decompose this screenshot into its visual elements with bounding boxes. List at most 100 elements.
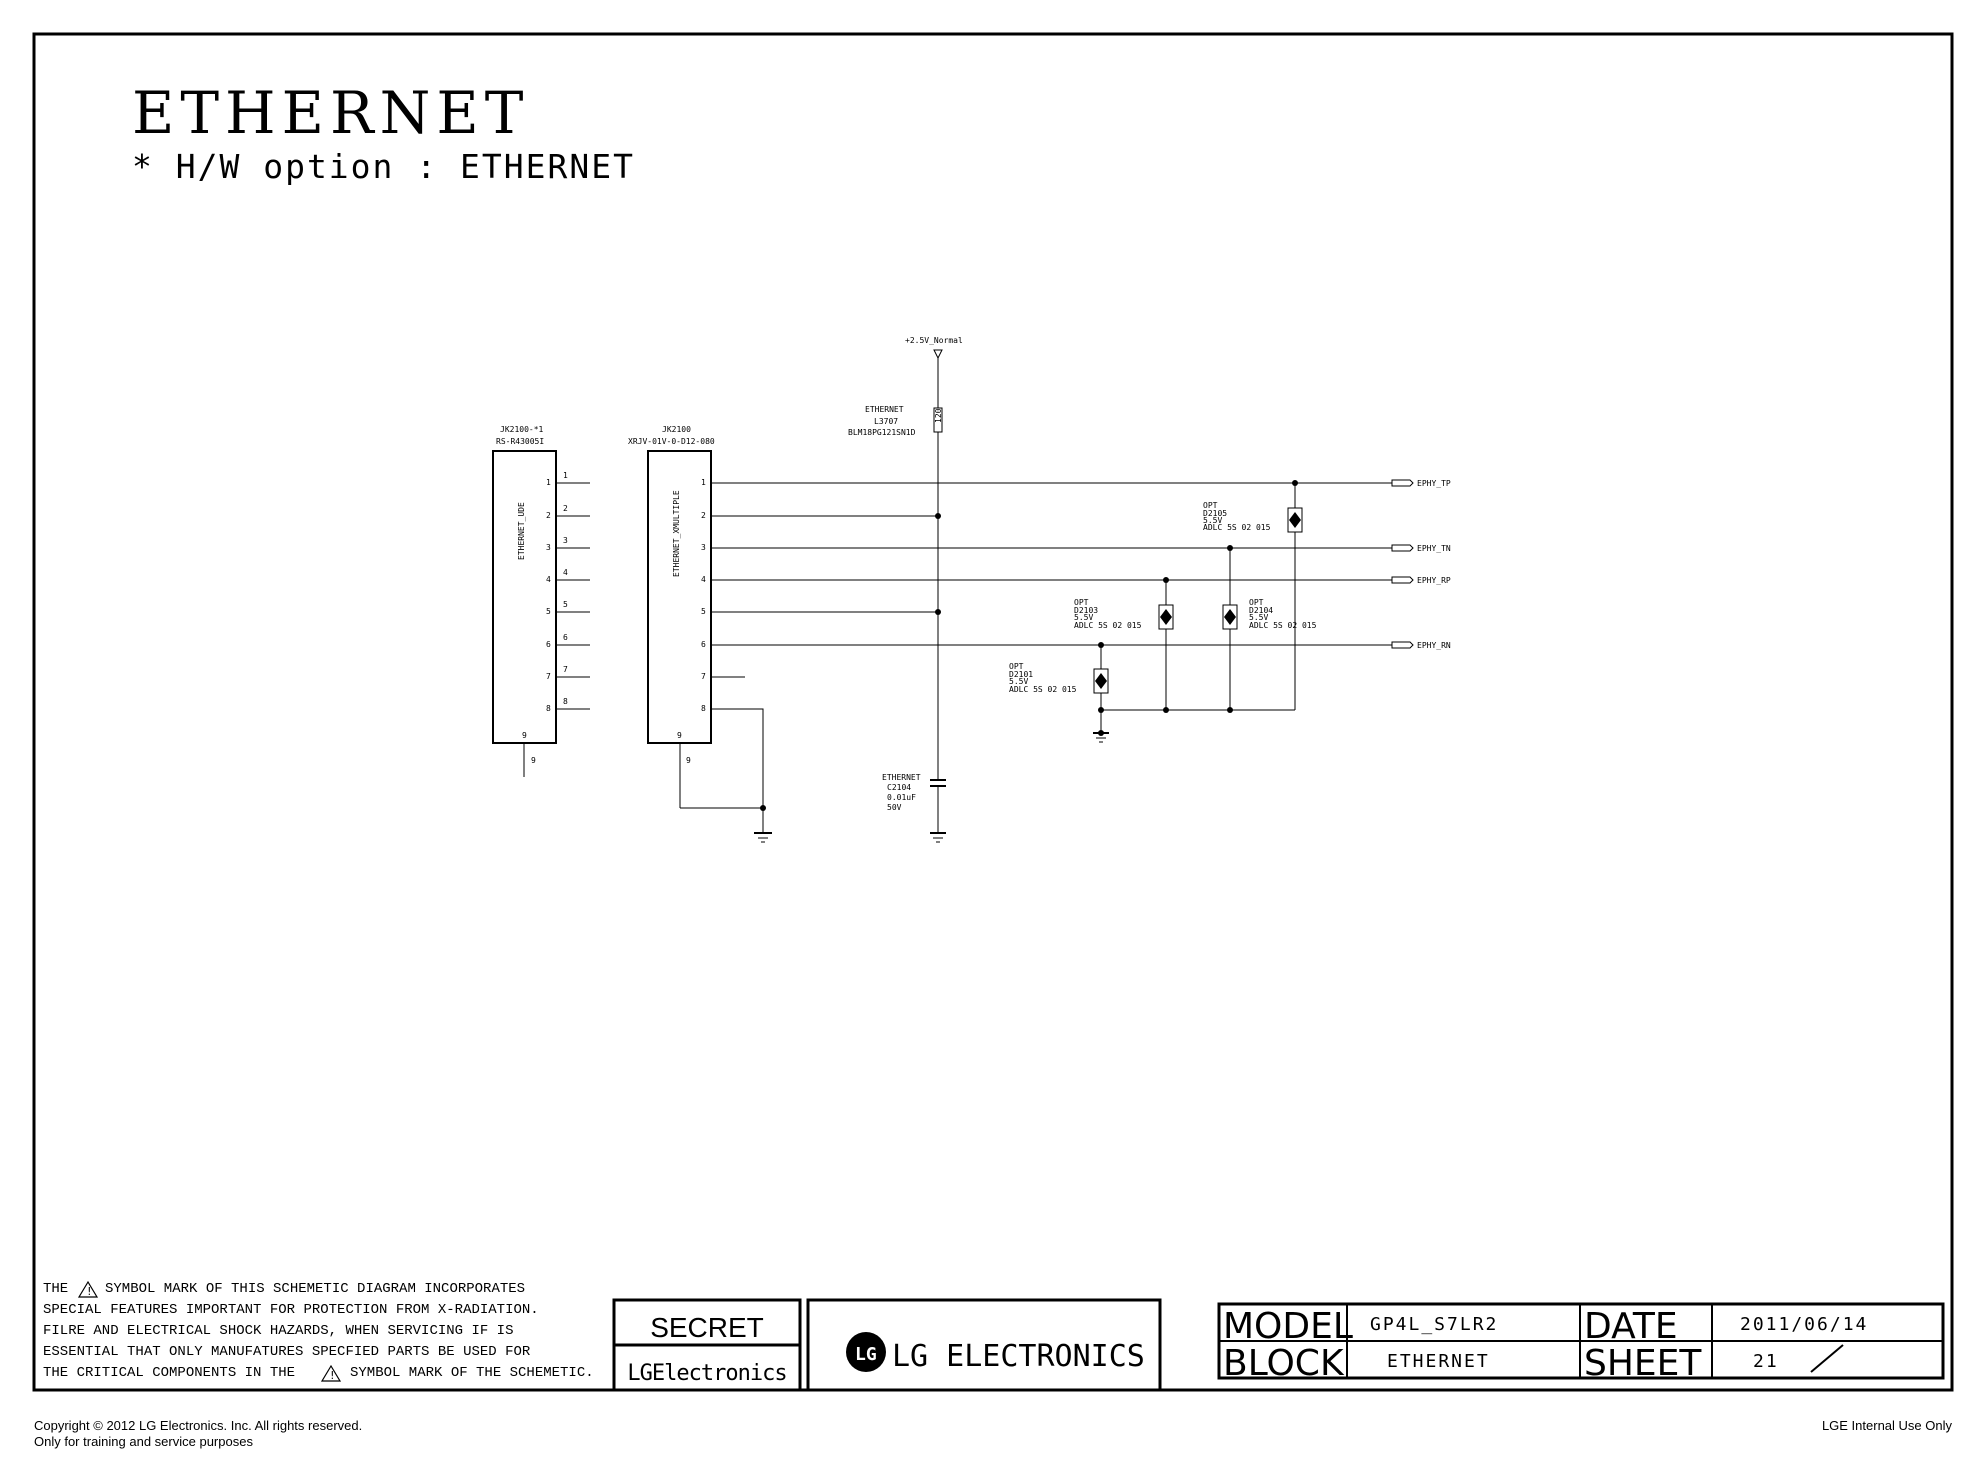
d2105-opt: OPT xyxy=(1203,501,1218,510)
pin-3-outer: 3 xyxy=(563,536,568,545)
net-ephy-rp: EPHY_RP xyxy=(1417,576,1451,585)
l3707-part: BLM18PG121SN1D xyxy=(848,428,916,437)
secret-box: SECRET LGElectronics xyxy=(612,1298,802,1392)
schematic: JK2100-*1 RS-R43005I ETHERNET_UDE 1 2 3 … xyxy=(492,336,1451,843)
c2104-voltage: 50V xyxy=(887,803,902,812)
c2104-tag: ETHERNET xyxy=(882,773,921,782)
c2104-ref: C2104 xyxy=(887,783,911,792)
pin-4: 4 xyxy=(546,575,551,584)
model-label: MODEL xyxy=(1223,1306,1353,1347)
sheet-label: SHEET xyxy=(1584,1343,1702,1384)
pin-4: 4 xyxy=(701,575,706,584)
svg-text:!: ! xyxy=(86,1285,93,1298)
d2103-opt: OPT xyxy=(1074,598,1089,607)
safety-note-line3: FILRE AND ELECTRICAL SHOCK HAZARDS, WHEN… xyxy=(43,1323,513,1339)
page-subtitle: * H/W option : ETHERNET xyxy=(132,147,635,186)
connector-ref: JK2100-*1 xyxy=(500,425,544,434)
pin-5: 5 xyxy=(546,607,551,616)
connector-part: RS-R43005I xyxy=(496,437,544,446)
warning-triangle-icon: ! xyxy=(77,1280,99,1298)
pin-3: 3 xyxy=(546,543,551,552)
svg-text:!: ! xyxy=(329,1369,336,1382)
lg-logo-box: LG LG ELECTRONICS xyxy=(806,1298,1162,1392)
training-text: Only for training and service purposes xyxy=(34,1434,253,1449)
pin-7-outer: 7 xyxy=(563,665,568,674)
pin-9: 9 xyxy=(522,731,527,740)
date-value: 2011/06/14 xyxy=(1740,1314,1868,1335)
pin-6-outer: 6 xyxy=(563,633,568,642)
connector-jk2100-alt: JK2100-*1 RS-R43005I ETHERNET_UDE 1 2 3 … xyxy=(492,425,590,777)
d2104-ref: D2104 xyxy=(1249,606,1273,615)
pin-1: 1 xyxy=(546,478,551,487)
connector-ref: JK2100 xyxy=(662,425,691,434)
l3707-tag: ETHERNET xyxy=(865,405,904,414)
d2104-opt: OPT xyxy=(1249,598,1264,607)
sheet-border xyxy=(32,32,1954,1392)
safety-note-line2: SPECIAL FEATURES IMPORTANT FOR PROTECTIO… xyxy=(43,1302,539,1318)
pin-5-outer: 5 xyxy=(563,600,568,609)
d2101-opt: OPT xyxy=(1009,662,1024,671)
pin-9: 9 xyxy=(677,731,682,740)
l3707-ref: L3707 xyxy=(874,417,898,426)
secret-brand: LGElectronics xyxy=(627,1361,786,1386)
d2105-ref: D2105 xyxy=(1203,509,1227,518)
pin-9-outer: 9 xyxy=(686,756,691,765)
safety-note-line1-start: THE xyxy=(43,1281,68,1297)
power-rail-label: +2.5V_Normal xyxy=(905,336,963,345)
safety-note: THE ! SYMBOL MARK OF THIS SCHEMETIC DIAG… xyxy=(43,1280,594,1382)
net-ephy-tn: EPHY_TN xyxy=(1417,544,1451,553)
pin-6: 6 xyxy=(546,640,551,649)
connector-part: XRJV-01V-0-D12-080 xyxy=(628,437,715,446)
safety-note-line4: ESSENTIAL THAT ONLY MANUFATURES SPECFIED… xyxy=(43,1344,531,1360)
model-value: GP4L_S7LR2 xyxy=(1370,1314,1498,1335)
safety-note-line5-end: SYMBOL MARK OF THE SCHEMETIC. xyxy=(350,1365,594,1381)
d2105-volt: 5.5V xyxy=(1203,516,1222,525)
pin-8-outer: 8 xyxy=(563,697,568,706)
date-label: DATE xyxy=(1584,1306,1678,1347)
warning-triangle-icon: ! xyxy=(320,1364,342,1382)
d2103-volt: 5.5V xyxy=(1074,613,1093,622)
pin-2: 2 xyxy=(546,511,551,520)
l3707-body: 120 xyxy=(934,408,943,423)
net-ephy-rn: EPHY_RN xyxy=(1417,641,1451,650)
pin-6: 6 xyxy=(701,640,706,649)
sheet-value: 21 xyxy=(1753,1351,1779,1372)
pin-3: 3 xyxy=(701,543,706,552)
pin-1-outer: 1 xyxy=(563,471,568,480)
pin-2: 2 xyxy=(701,511,706,520)
block-label: BLOCK xyxy=(1223,1343,1345,1384)
title-block: MODEL GP4L_S7LR2 DATE 2011/06/14 BLOCK E… xyxy=(1217,1302,1945,1384)
connector-net: ETHERNET_UDE xyxy=(517,502,526,560)
net-ephy-tp: EPHY_TP xyxy=(1417,479,1451,488)
page-title: ETHERNET xyxy=(132,79,529,147)
secret-label: SECRET xyxy=(650,1312,764,1343)
pin-9-outer: 9 xyxy=(531,756,536,765)
svg-text:LG: LG xyxy=(855,1344,877,1365)
d2101-ref: D2101 xyxy=(1009,670,1033,679)
connector-net: ETHERNET_XMULTIPLE xyxy=(672,490,681,577)
lg-logo-text: LG ELECTRONICS xyxy=(892,1339,1145,1374)
pin-8: 8 xyxy=(546,704,551,713)
pin-5: 5 xyxy=(701,607,706,616)
pin-7: 7 xyxy=(701,672,706,681)
pin-8: 8 xyxy=(701,704,706,713)
pin-7: 7 xyxy=(546,672,551,681)
pin-4-outer: 4 xyxy=(563,568,568,577)
d2104-part: ADLC 5S 02 015 xyxy=(1249,621,1317,630)
d2103-part: ADLC 5S 02 015 xyxy=(1074,621,1142,630)
block-value: ETHERNET xyxy=(1387,1351,1490,1372)
lg-logo-icon: LG xyxy=(846,1332,886,1372)
safety-note-line5-start: THE CRITICAL COMPONENTS IN THE xyxy=(43,1365,295,1381)
d2101-part: ADLC 5S 02 015 xyxy=(1009,685,1077,694)
internal-use-text: LGE Internal Use Only xyxy=(1821,1418,1952,1433)
d2103-ref: D2103 xyxy=(1074,606,1098,615)
pin-2-outer: 2 xyxy=(563,504,568,513)
pin-1: 1 xyxy=(701,478,706,487)
copyright-text: Copyright © 2012 LG Electronics. Inc. Al… xyxy=(34,1418,363,1433)
d2101-volt: 5.5V xyxy=(1009,677,1028,686)
d2105-part: ADLC 5S 02 015 xyxy=(1203,523,1271,532)
d2104-volt: 5.5V xyxy=(1249,613,1268,622)
safety-note-line1-end: SYMBOL MARK OF THIS SCHEMETIC DIAGRAM IN… xyxy=(105,1281,525,1297)
c2104-value: 0.01uF xyxy=(887,793,916,802)
